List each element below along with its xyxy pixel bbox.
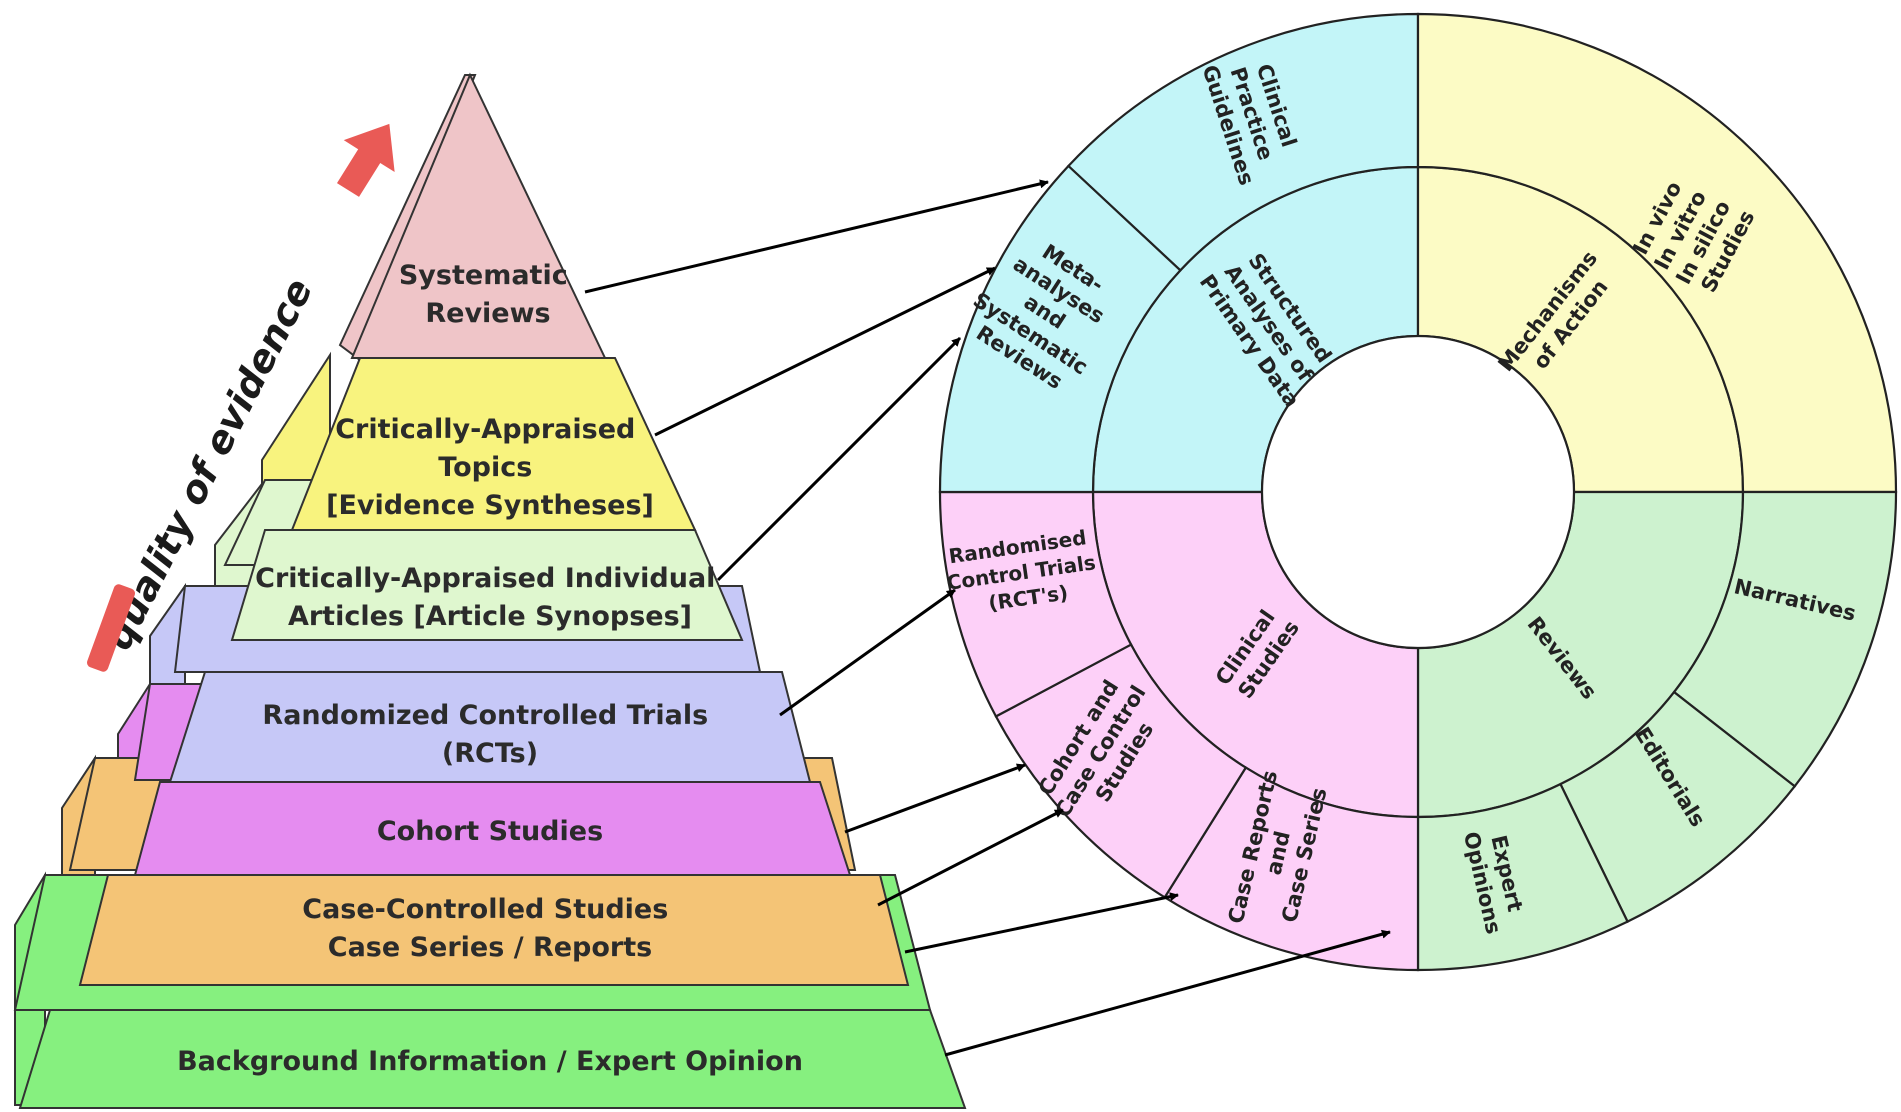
pyramid-face-rct [168,671,812,783]
pyramid-face-reviews [350,72,607,359]
arrow-reviews-to-guidelines [584,179,1049,294]
pyramid-level-randomized-controlled-trials: Randomized Controlled Trials (RCTs) [262,700,717,769]
arrow-case-to-case-control [877,808,1064,907]
arrow-background-to-expert-opinions [944,929,1391,1057]
pyramid-level-case-controlled-studies: Case-Controlled Studies Case Series / Re… [302,894,677,963]
connector-arrows [584,179,1391,1057]
arrow-case-to-case-reports [904,892,1179,954]
pyramid-level-cohort-studies: Cohort Studies [377,816,603,847]
arrow-articles-to-meta-analyses [716,336,962,582]
pyramid-level-background-information: Background Information / Expert Opinion [177,1046,803,1077]
wheel-outer-sector-meta-analyses [938,164,1182,494]
red-up-arrow-icon [336,123,395,197]
arrow-topics-to-meta-analyses [654,266,996,437]
wheel-outer-sector-in-vivo [1416,12,1898,494]
evidence-pyramid: Systematic Reviews Critically-Appraised … [13,72,967,1109]
pyramid-level-critically-appraised-topics: Critically-Appraised Topics [Evidence Sy… [326,414,654,521]
evidence-wheel: Structured Analyses of Primary Data Mech… [938,12,1898,972]
wheel-center [1260,334,1576,650]
pyramid-face-case [78,874,910,986]
red-bar-icon [87,584,135,672]
pyramid-face-background [18,1009,967,1109]
arrow-rct-to-randomised-trials [779,588,956,717]
wheel-outer-meta-analyses: Meta- analyses and Systematic Reviews [955,222,1141,405]
pyramid-level-systematic-reviews: Systematic Reviews [399,260,577,329]
arrow-cohort-to-cohort-studies [844,763,1026,834]
pyramid-level-critically-appraised-articles: Critically-Appraised Individual Articles… [255,563,725,632]
